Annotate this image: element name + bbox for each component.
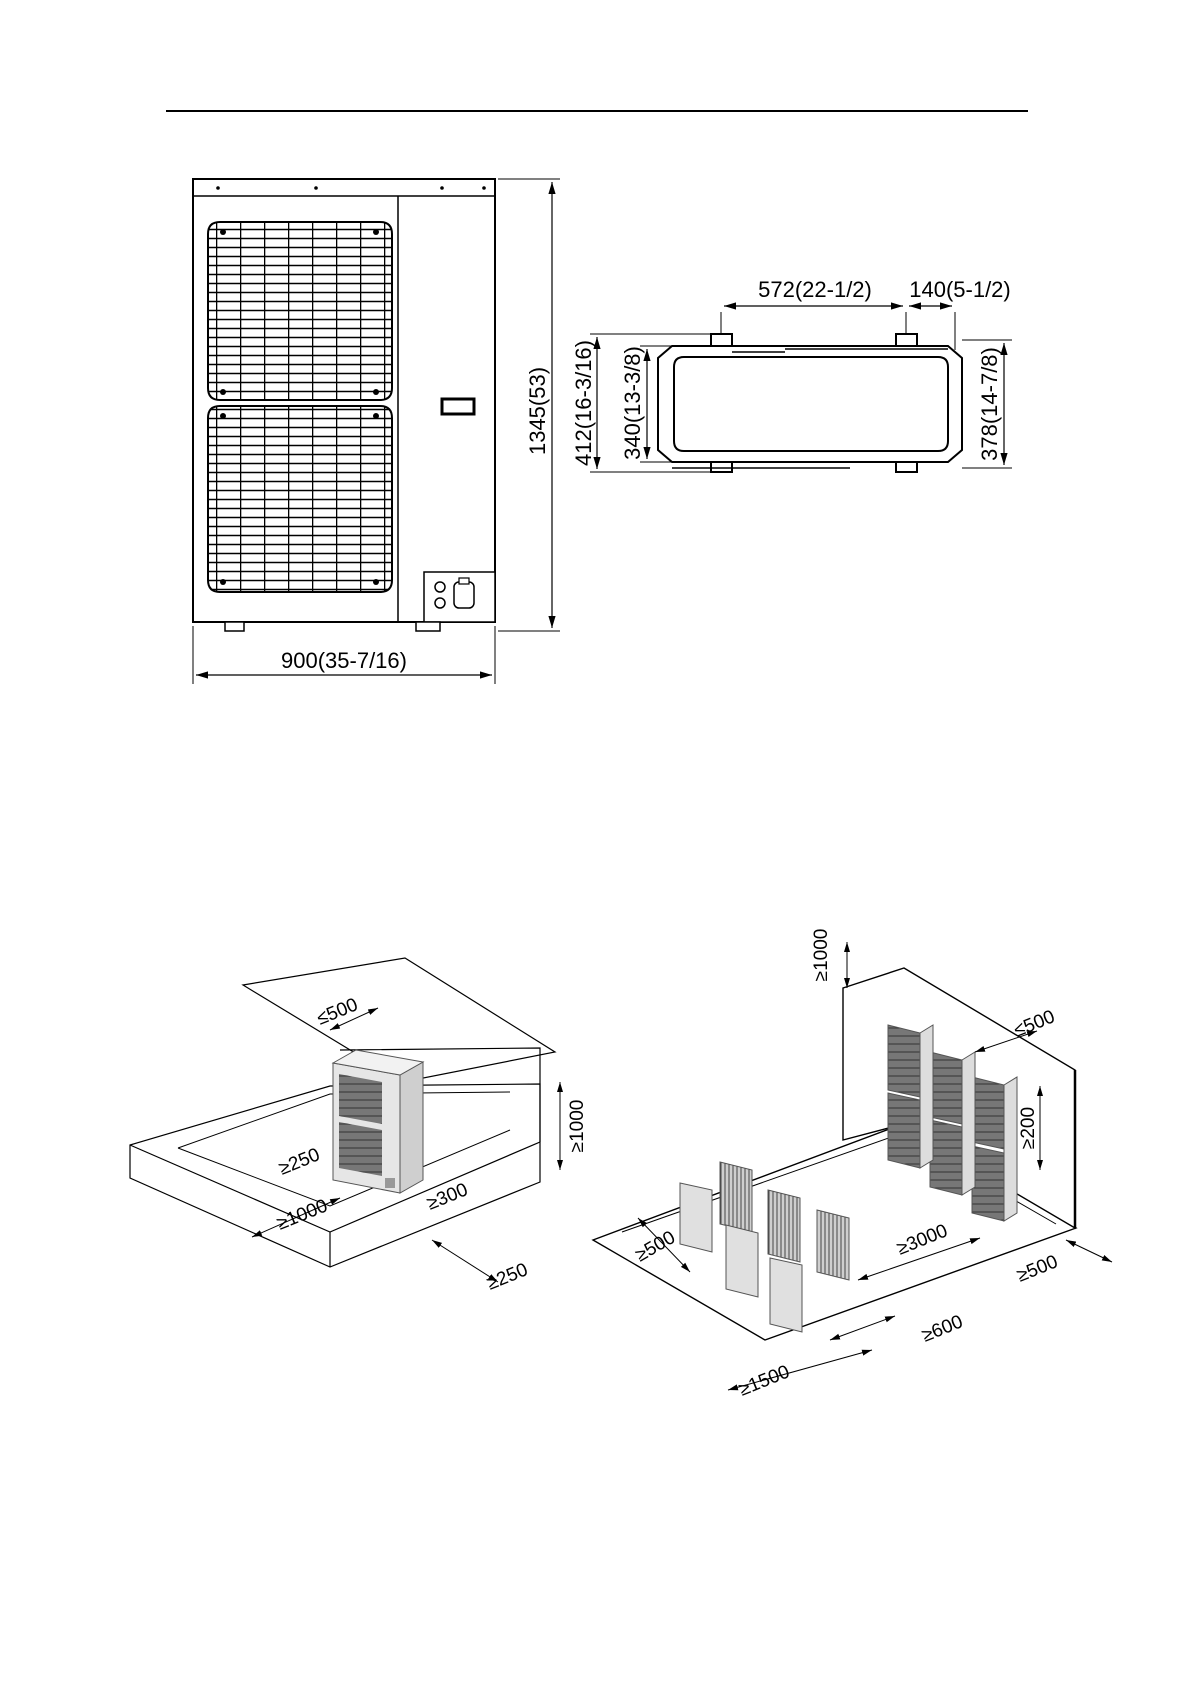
height-dimension: 1345(53)	[498, 179, 560, 631]
front-view: 900(35-7/16) 1345(53)	[193, 179, 560, 684]
mount-tab-bottom-left	[711, 462, 732, 472]
width-dimension: 900(35-7/16)	[193, 626, 495, 684]
outdoor-unit	[333, 1050, 423, 1193]
mount-tab-top-left	[711, 334, 732, 346]
feet-depth-label: 378(14-7/8)	[977, 347, 1002, 461]
multi-unit-clearance: ≥1000 ≤500 ≥200 ≥500 ≥3000 ≥500 ≥600 ≥15…	[593, 929, 1112, 1401]
mount-tab-bottom-right	[896, 462, 917, 472]
offset-label: 140(5-1/2)	[909, 277, 1011, 302]
multi-front-label: ≥1500	[736, 1361, 793, 1400]
top-height-label: ≥1000	[567, 1100, 588, 1153]
single-unit-clearance: ≤500 ≥1000 ≥250 ≥1000 ≥300 ≥250	[130, 958, 588, 1295]
right-foot	[416, 622, 440, 631]
top-view: 572(22-1/2) 140(5-1/2) 412(16-3/16) 340(…	[571, 277, 1012, 472]
width-label: 900(35-7/16)	[281, 648, 407, 673]
multi-between-label: ≥200	[1018, 1107, 1039, 1149]
inner-depth-label: 340(13-3/8)	[620, 346, 645, 460]
height-label: 1345(53)	[525, 367, 550, 455]
multi-right-label: ≥500	[1014, 1251, 1061, 1286]
lower-fan-grille	[208, 406, 392, 592]
upper-fan-grille	[208, 222, 392, 400]
connection-panel	[424, 572, 495, 622]
mount-tab-top-right	[896, 334, 917, 346]
left-foot	[225, 622, 244, 631]
outer-depth-label: 412(16-3/16)	[571, 340, 596, 466]
rear-label: ≥250	[484, 1259, 531, 1294]
span-label: 572(22-1/2)	[758, 277, 872, 302]
multi-top-gap-label: ≤500	[1011, 1006, 1058, 1041]
multi-top-height-label: ≥1000	[811, 929, 832, 982]
multi-front-row-label: ≥600	[919, 1311, 966, 1346]
side-handle	[442, 399, 474, 414]
